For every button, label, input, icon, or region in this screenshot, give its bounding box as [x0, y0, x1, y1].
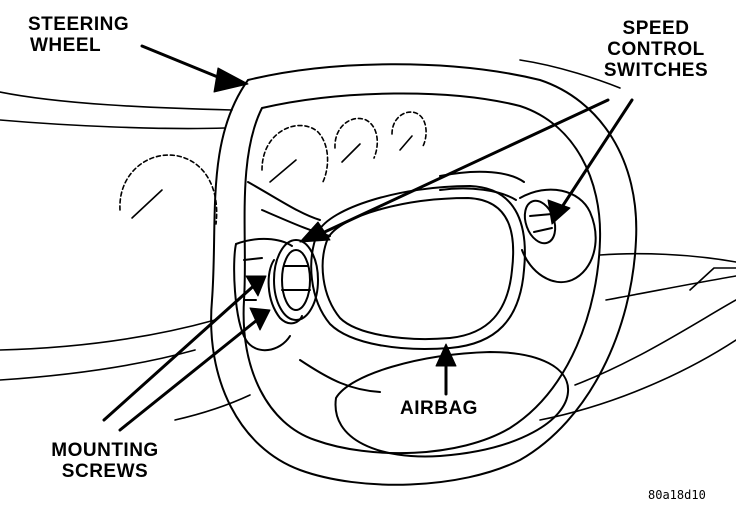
label-steering-wheel-line1: STEERING — [28, 14, 130, 35]
left-spoke — [233, 238, 293, 351]
label-mounting-screws: MOUNTING SCREWS — [40, 440, 170, 482]
label-speed-control-switches: SPEED CONTROL SWITCHES — [590, 18, 722, 81]
arrow-mounting-screw-upper — [102, 280, 260, 422]
leader-arrows — [102, 44, 634, 432]
label-speed-control-line3: SWITCHES — [603, 60, 709, 81]
speed-control-switch-left — [267, 239, 319, 325]
instrument-gauges — [119, 111, 427, 225]
label-mounting-screws-line2: SCREWS — [61, 461, 149, 482]
dashboard-lines — [0, 59, 736, 421]
figure-code: 80a18d10 — [648, 488, 706, 502]
arrow-mounting-screw-lower — [118, 314, 264, 432]
label-speed-control-line1: SPEED — [622, 18, 690, 39]
arrow-speed-control-left — [314, 98, 610, 238]
lower-pad — [334, 351, 570, 458]
label-airbag: AIRBAG — [400, 398, 478, 419]
arrow-speed-control-right — [558, 98, 634, 212]
label-steering-wheel-line2: WHEEL — [30, 35, 102, 56]
label-mounting-screws-line1: MOUNTING — [51, 440, 159, 461]
label-speed-control-line2: CONTROL — [607, 39, 705, 60]
airbag-module — [299, 185, 526, 393]
arrow-steering-wheel — [140, 44, 232, 84]
label-steering-wheel: STEERING WHEEL — [28, 14, 129, 56]
